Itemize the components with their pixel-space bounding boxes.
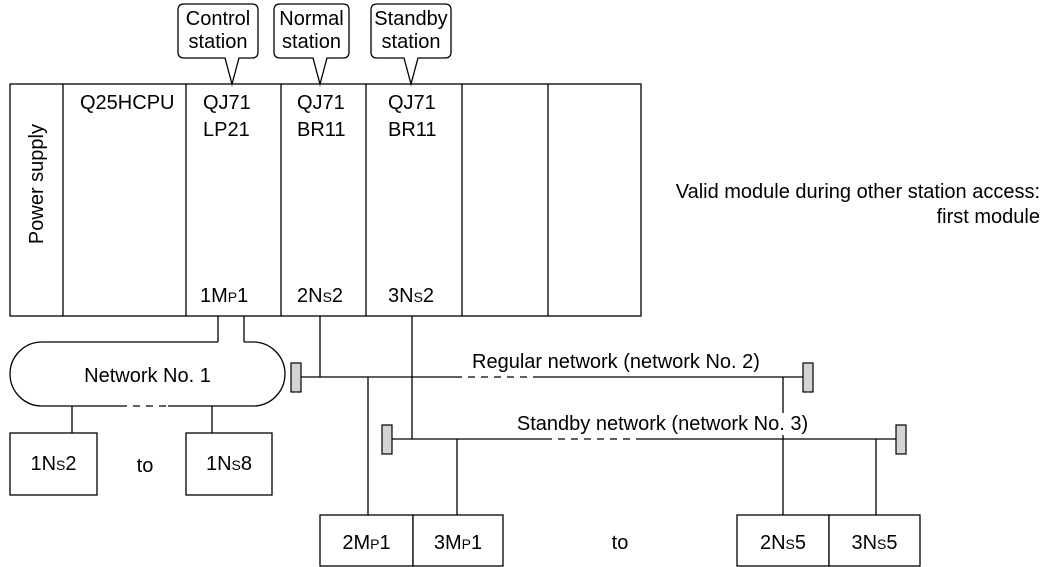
standby-network-label-wrap: Standby network (network No. 3) bbox=[505, 413, 820, 435]
station-tail: 2 bbox=[65, 453, 77, 475]
lower-station-label: 3NS5 bbox=[829, 533, 920, 554]
callout-standby-station bbox=[370, 3, 452, 87]
module-br11-standby-line2: BR11 bbox=[388, 119, 437, 141]
module-station-number: 2NS2 bbox=[297, 286, 343, 307]
power-supply-slot-label: Power supply bbox=[10, 84, 63, 284]
station-main: 3M bbox=[433, 532, 462, 554]
access-note-line1: Valid module during other station access… bbox=[675, 181, 1040, 203]
station-main: 2N bbox=[759, 532, 786, 554]
callout-control-station bbox=[177, 3, 259, 87]
station-tail: 5 bbox=[794, 532, 807, 554]
station-type-small: S bbox=[785, 536, 795, 552]
station-main: 2M bbox=[342, 532, 371, 554]
station-type-small: S bbox=[56, 457, 66, 473]
station-tail: 1 bbox=[379, 532, 391, 554]
module-br11-standby-line1: QJ71 bbox=[388, 92, 436, 114]
module-lp21-line1: QJ71 bbox=[203, 92, 251, 114]
lower-station-label: 3MP1 bbox=[413, 533, 503, 554]
callout-control-line2: station bbox=[188, 31, 248, 53]
regular-network-terminator-left bbox=[290, 362, 302, 393]
module-station-number: 3NS2 bbox=[388, 286, 434, 307]
station-main: 1N bbox=[205, 453, 232, 475]
station-type-small: S bbox=[231, 457, 241, 473]
network1-station-box bbox=[9, 432, 98, 496]
standby-network-terminator-right bbox=[895, 424, 907, 455]
network1-loop-right bbox=[168, 341, 286, 407]
callout-normal-line2: station bbox=[282, 31, 341, 53]
standby-network-terminator-left bbox=[381, 424, 393, 455]
station-tail: 2 bbox=[422, 285, 435, 307]
station-type-small: P bbox=[461, 536, 471, 552]
station-tail: 5 bbox=[886, 532, 898, 554]
callout-standby-line1: Standby bbox=[374, 8, 448, 30]
module-station-number: 1MP1 bbox=[200, 286, 248, 307]
station-tail: 1 bbox=[471, 532, 483, 554]
callout-normal-station bbox=[273, 3, 350, 87]
lower-station-box bbox=[319, 514, 414, 567]
callout-standby-line2: station bbox=[381, 31, 441, 53]
network1-station-label: 1NS8 bbox=[186, 454, 272, 475]
station-type-small: P bbox=[370, 536, 380, 552]
lower-station-box bbox=[412, 514, 504, 567]
power-supply-text: Power supply bbox=[25, 123, 48, 245]
station-tail: 1 bbox=[237, 285, 249, 307]
station-type-small: P bbox=[227, 289, 238, 305]
regular-network-label: Regular network (network No. 2) bbox=[472, 351, 760, 373]
network1-loop-left bbox=[9, 341, 218, 407]
callout-control-line1: Control bbox=[185, 8, 251, 30]
regular-network-terminator-right bbox=[802, 362, 814, 393]
network1-range-word: to bbox=[136, 455, 154, 477]
station-main: 3N bbox=[388, 285, 414, 307]
network1-label: Network No. 1 bbox=[84, 365, 211, 387]
lower-station-label: 2NS5 bbox=[737, 533, 829, 554]
station-main: 1M bbox=[200, 285, 228, 307]
access-note-line2: first module bbox=[936, 206, 1040, 228]
standby-network-label: Standby network (network No. 3) bbox=[513, 413, 812, 435]
station-type-small: S bbox=[413, 289, 423, 305]
cpu-module-label: Q25HCPU bbox=[80, 92, 175, 114]
module-br11-normal-line2: BR11 bbox=[297, 119, 346, 141]
lower-station-box bbox=[736, 514, 830, 567]
station-tail: 2 bbox=[331, 285, 344, 307]
access-note: Valid module during other station access… bbox=[676, 180, 1040, 230]
callout-normal-line1: Normal bbox=[279, 8, 344, 30]
module-lp21-line2: LP21 bbox=[203, 119, 250, 141]
lower-range-word: to bbox=[611, 532, 629, 554]
network1-station-box bbox=[185, 432, 273, 496]
lower-station-box bbox=[828, 514, 921, 567]
module-br11-normal-line1: QJ71 bbox=[297, 92, 345, 114]
station-type-small: S bbox=[322, 289, 332, 305]
station-tail: 8 bbox=[240, 453, 253, 475]
station-main: 3N bbox=[851, 532, 878, 554]
station-main: 2N bbox=[297, 285, 323, 307]
lower-station-label: 2MP1 bbox=[320, 533, 413, 554]
station-main: 1N bbox=[30, 453, 57, 475]
network1-station-label: 1NS2 bbox=[10, 454, 97, 475]
base-unit-rack bbox=[9, 83, 642, 317]
station-type-small: S bbox=[877, 536, 887, 552]
